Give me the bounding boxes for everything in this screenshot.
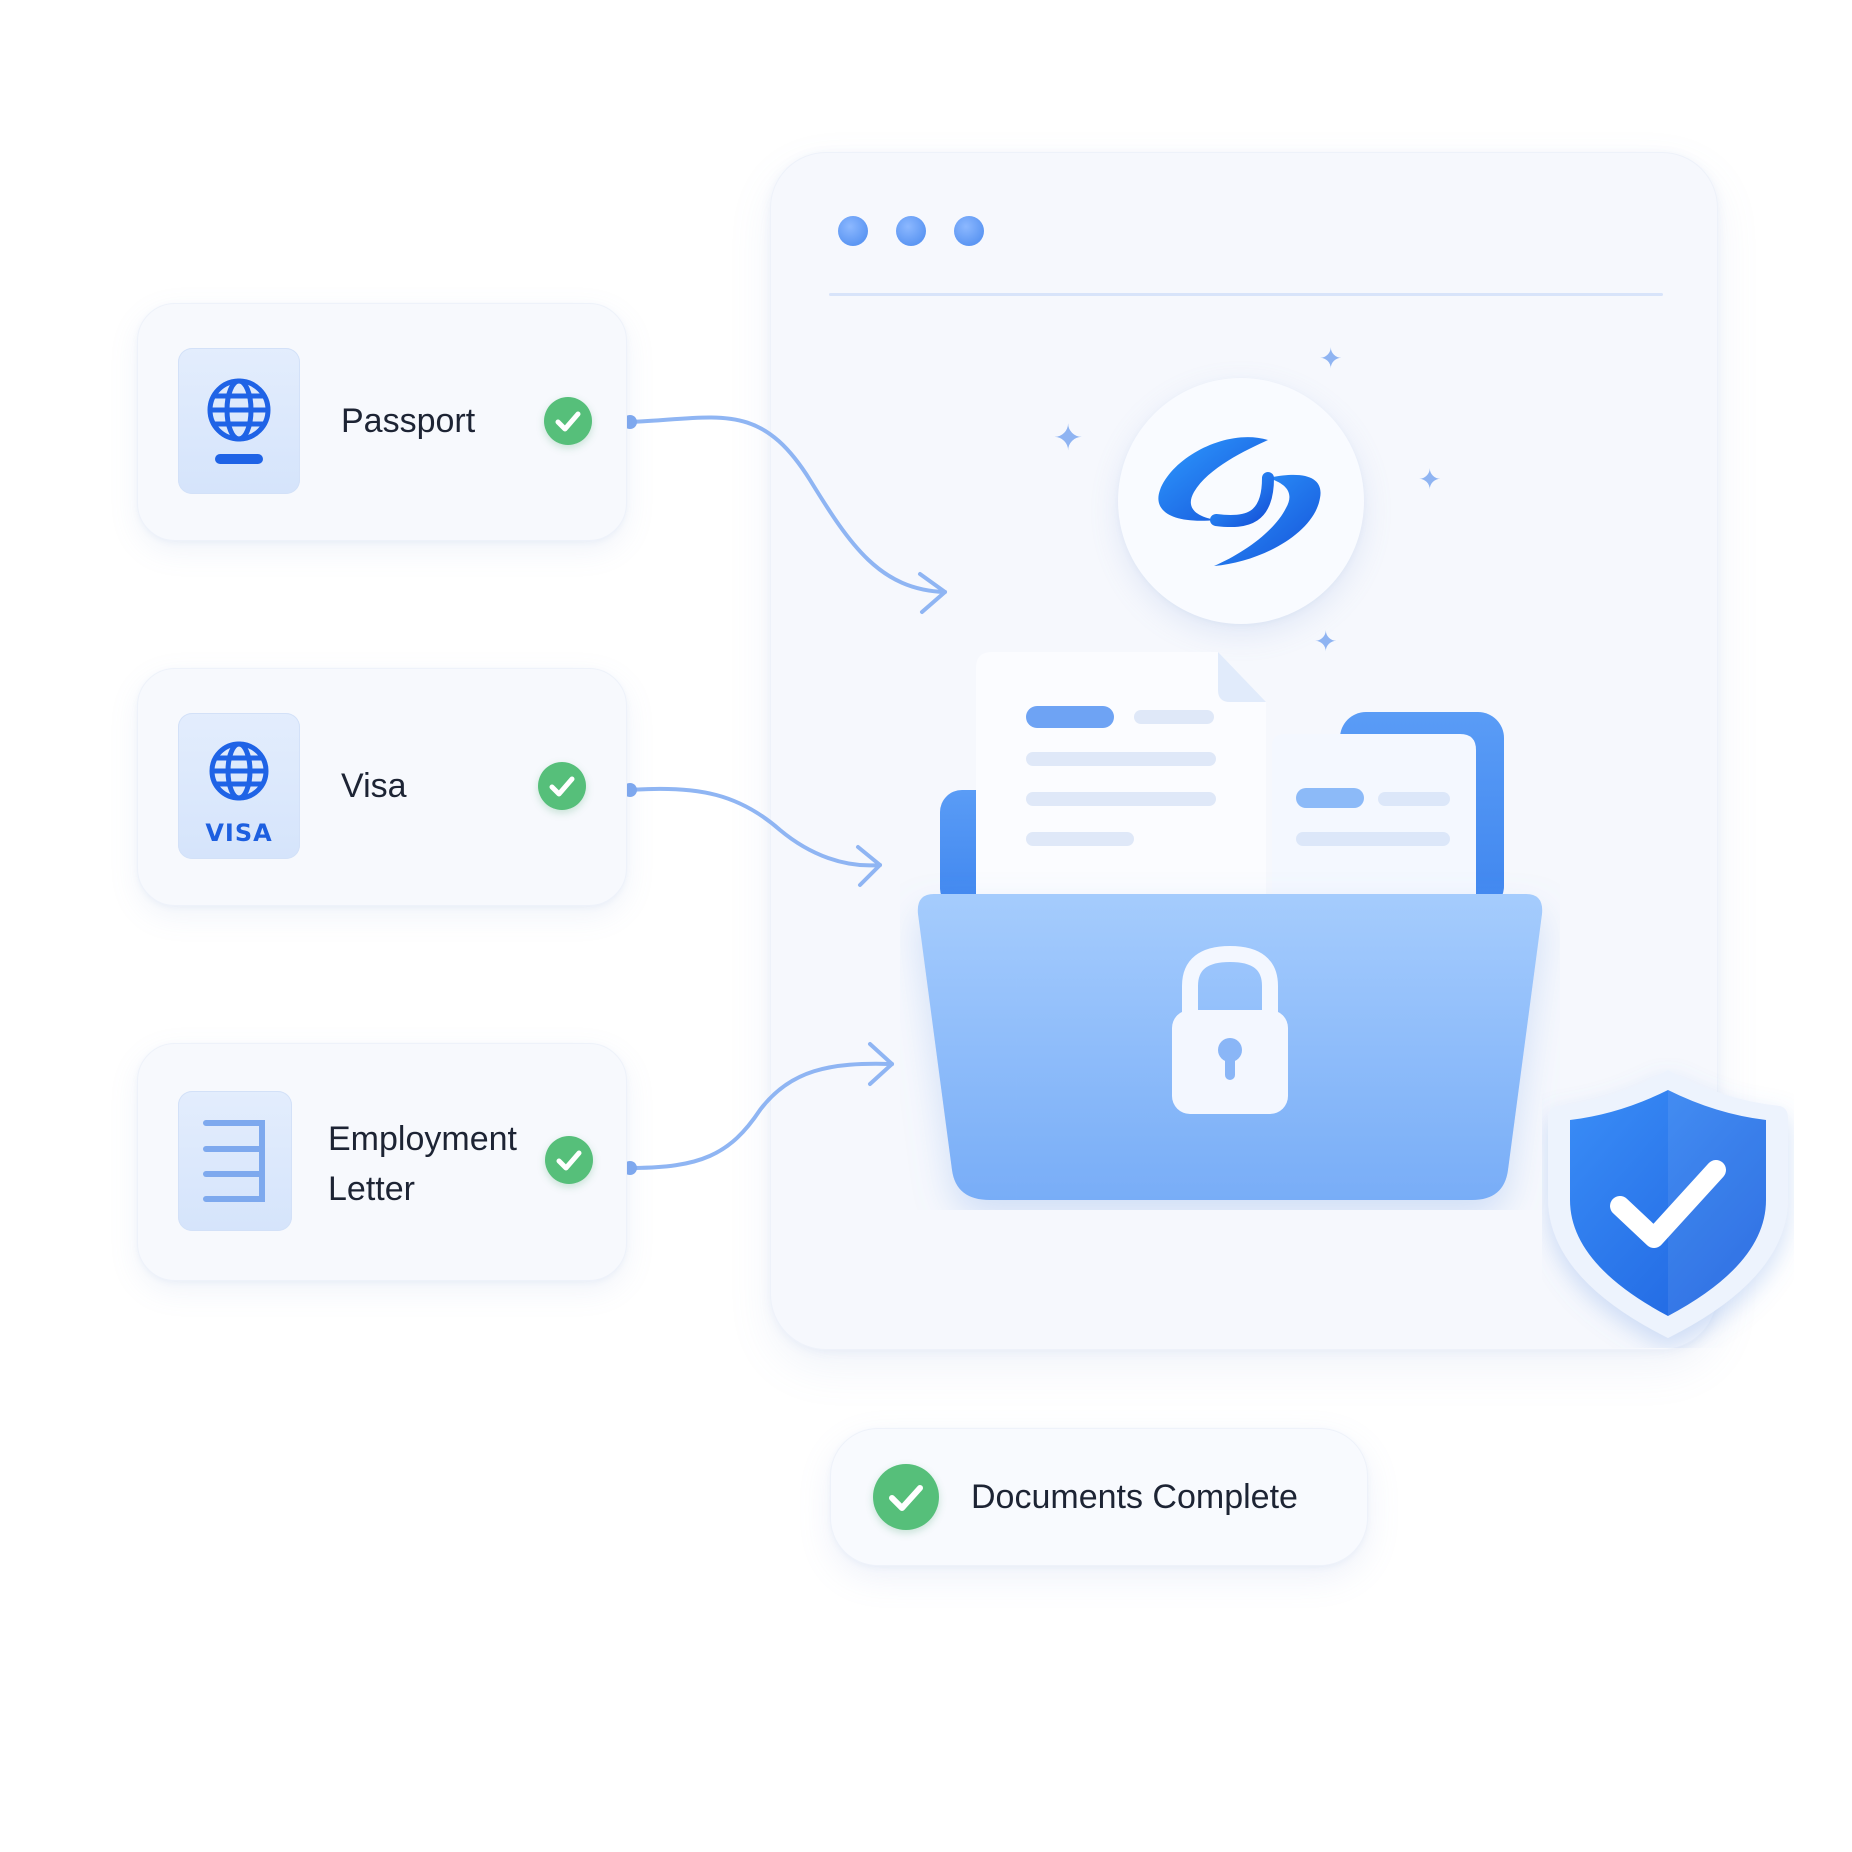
locked-folder-icon [900, 640, 1560, 1210]
document-card-employment-letter[interactable]: Employment Letter [137, 1043, 627, 1281]
document-label: Employment Letter [328, 1114, 538, 1214]
document-label-line: Letter [328, 1170, 415, 1208]
window-dot[interactable] [954, 216, 984, 246]
visa-card-icon: VISA [178, 713, 300, 859]
window-dot[interactable] [838, 216, 868, 246]
padlock-icon [1172, 945, 1288, 1114]
window-dot[interactable] [896, 216, 926, 246]
sparkle-icon: ✦ [1418, 463, 1442, 496]
document-card-visa[interactable]: VISA Visa [137, 668, 627, 906]
sparkle-icon: ✦ [1314, 625, 1338, 658]
document-label-line: Employment [328, 1120, 517, 1158]
brand-swirl-logo [1118, 378, 1364, 624]
check-circle-icon [538, 762, 586, 810]
passport-globe-icon [178, 348, 300, 494]
sparkle-icon: ✦ [1053, 418, 1084, 459]
shield-check-icon [1542, 1058, 1794, 1348]
visa-tile-text: VISA [205, 819, 273, 847]
sparkle-icon: ✦ [1319, 342, 1343, 375]
document-card-passport[interactable]: Passport [137, 303, 627, 541]
check-circle-icon [873, 1464, 939, 1530]
document-label: Visa [341, 767, 407, 805]
check-circle-icon [544, 397, 592, 445]
status-label: Documents Complete [971, 1478, 1298, 1516]
document-label: Passport [341, 402, 476, 440]
document-lines-icon [178, 1091, 292, 1231]
window-divider [829, 293, 1663, 296]
status-pill: Documents Complete [830, 1428, 1368, 1566]
check-circle-icon [545, 1136, 593, 1184]
